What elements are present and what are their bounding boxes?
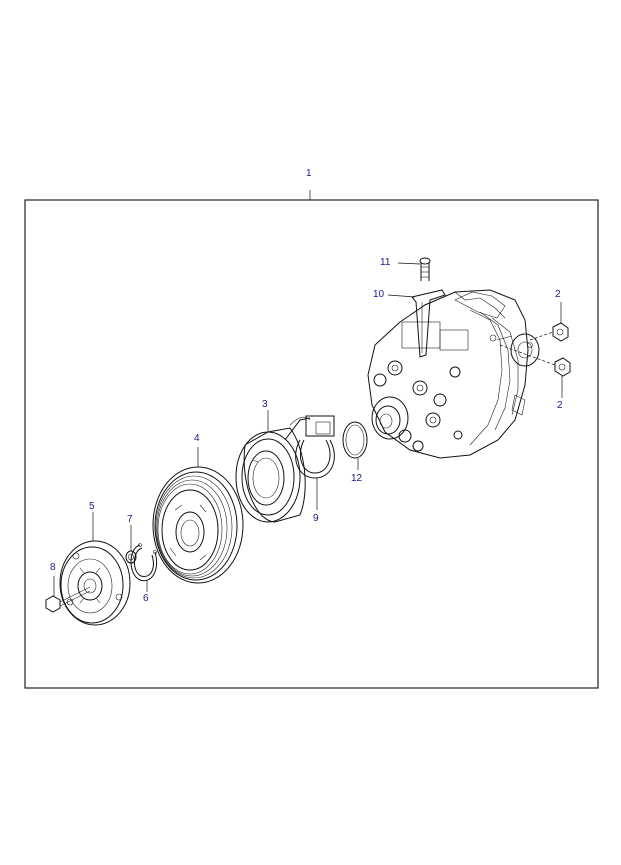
bracket-bolt-part[interactable] bbox=[419, 257, 431, 281]
callout-6[interactable]: 6 bbox=[143, 593, 149, 604]
nut-lower-part[interactable] bbox=[554, 357, 571, 377]
callout-8[interactable]: 8 bbox=[50, 562, 56, 573]
callout-7[interactable]: 7 bbox=[127, 514, 133, 525]
callout-9[interactable]: 9 bbox=[313, 513, 319, 524]
assembly-frame bbox=[24, 199, 599, 689]
callout-11[interactable]: 11 bbox=[380, 257, 391, 268]
hub-bolt-part[interactable] bbox=[45, 586, 91, 613]
callout-1[interactable]: 1 bbox=[306, 168, 312, 179]
callout-5[interactable]: 5 bbox=[89, 501, 95, 512]
callout-4[interactable]: 4 bbox=[194, 433, 200, 444]
o-ring-part[interactable] bbox=[342, 421, 368, 459]
callout-2-upper[interactable]: 2 bbox=[555, 289, 561, 300]
clutch-hub-part[interactable] bbox=[59, 540, 131, 626]
leader-2-upper-axis bbox=[529, 331, 554, 341]
field-coil-part[interactable] bbox=[235, 415, 335, 523]
callout-12[interactable]: 12 bbox=[351, 473, 363, 484]
nut-upper-part[interactable] bbox=[552, 322, 569, 342]
callout-3[interactable]: 3 bbox=[262, 399, 268, 410]
pulley-part[interactable] bbox=[152, 466, 244, 584]
callout-10[interactable]: 10 bbox=[373, 289, 385, 300]
compressor-body[interactable] bbox=[367, 289, 540, 459]
snap-ring-part[interactable] bbox=[130, 543, 157, 582]
leader-10 bbox=[387, 294, 416, 298]
bracket-part[interactable] bbox=[411, 289, 446, 358]
callout-2-lower[interactable]: 2 bbox=[557, 400, 563, 411]
leader-11 bbox=[397, 262, 421, 265]
